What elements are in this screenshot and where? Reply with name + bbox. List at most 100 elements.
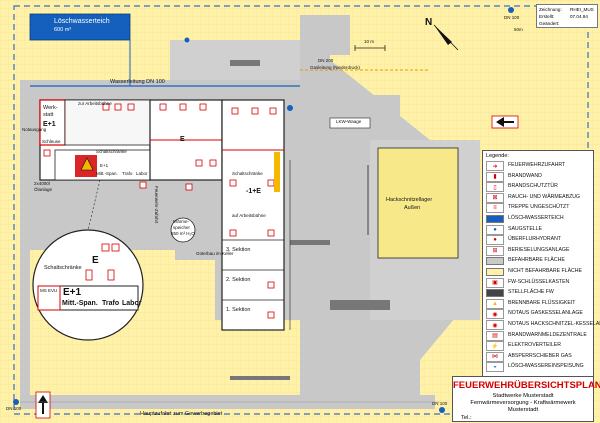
heat-storage-tank [170, 217, 196, 243]
legend-item: ◉NOTAUS HACKSCHNITZEL-KESSELANLAGE [486, 320, 600, 330]
legend-item-label: BERIESELUNGSANLAGE [508, 246, 570, 253]
legend-item: ◒ LÖSCHWASSEREINSPEISUNG [486, 362, 591, 373]
non-passable-area-icon [486, 268, 504, 276]
meta-changed-label: Geändert: [539, 21, 560, 26]
heat-storage-label-3: 850 m³ H₂O [171, 231, 195, 236]
legend-item-label: LÖSCHWASSERTEICH [508, 215, 564, 221]
werkstatt-label-2: statt [43, 112, 54, 118]
zoom-mittspan: Mitt.-Span. [62, 300, 98, 307]
hydrant-distance: 50m [514, 27, 523, 32]
detail-zoom-circle [32, 229, 144, 341]
fire-truck-area-icon [486, 289, 504, 298]
meta-drawing-label: Zeichnung: [539, 7, 562, 12]
pond-volume: 600 m³ [54, 27, 72, 33]
smoke-vent-icon: ⊠ [486, 192, 504, 203]
passable-area-north [300, 15, 350, 55]
zoom-schaltschraenke: Schaltschränke [44, 265, 82, 271]
meta-created-label: Erstellt: [539, 14, 555, 19]
legend-item-label: LÖSCHWASSEREINSPEISUNG [508, 363, 584, 370]
legend-item-label: FW-SCHLÜSSELKASTEN [508, 278, 570, 285]
flammable-liquid-icon [80, 157, 94, 171]
zoom-trafo: Trafo [102, 300, 120, 307]
schaltschraenke-label-2: Schaltschränke [232, 171, 263, 176]
hydrant-icon [13, 399, 19, 405]
pond-icon [486, 215, 504, 223]
zoom-e1: E+1 [63, 287, 82, 298]
room-werkstatt [39, 99, 66, 146]
boiler-hall-e: E [180, 136, 185, 143]
zoom-ms-evu: MS EVU [40, 288, 58, 293]
silo-label-2: Ölanlage [34, 187, 53, 192]
water-inlet-icon: ◒ [486, 362, 504, 373]
legend-item: ⋈ABSPERRSCHIEBER GAS [486, 351, 591, 362]
sprinkler-icon: ⊞ [486, 245, 504, 256]
legend-item-label: RAUCH- UND WÄRMEABZUG [508, 193, 581, 200]
heat-storage-label-2: speicher [173, 225, 191, 230]
title-tel: Tel.: [461, 415, 472, 421]
legend-item-label: NICHT BEFAHRBARE FLÄCHE [508, 268, 582, 274]
legend-item-label: BEFAHRBARE FLÄCHE [508, 257, 565, 264]
title-line-3: Musterstadt [507, 407, 539, 413]
legend-item-label: ÜBERFLURHYDRANT [508, 236, 562, 243]
legend-item-label: FEUERWEHRZUFAHRT [508, 162, 566, 168]
passable-area-icon [486, 257, 504, 266]
legend-item: ▯ BRANDSCHUTZTÜR [486, 182, 591, 193]
section-3-label: 3. Sektion [226, 247, 251, 253]
parking-bar-1 [230, 60, 260, 66]
pond-label: Löschwasserteich [54, 18, 110, 25]
mittelspan-label-1: Mitt.-Span. [96, 171, 118, 176]
heat-storage-label-1: Wärme- [173, 219, 189, 224]
drawing-meta-box: Zeichnung: RHEI_MUS Erstellt: 07.04.94 G… [536, 4, 598, 28]
hydrant-icon [439, 407, 445, 413]
main-access-label: Hauptzufahrt zum Gewerbegebiet [140, 411, 223, 417]
hydrant-icon [508, 7, 514, 13]
legend-item: ⚡ELEKTROVERTEILER [486, 341, 591, 352]
legend-item: ◉NOTAUS GASKESSELANLAGE [486, 309, 591, 320]
notausgang-label: Notausgang [22, 127, 47, 132]
parking-bar-2 [330, 300, 390, 310]
fire-symbols [43, 103, 277, 319]
schaltschraenke-label-1: Schaltschränke [96, 149, 127, 154]
hydrant-dn100-bottom-left: DN 100 [6, 406, 22, 411]
meta-created-value: 07.04.94 [570, 14, 588, 19]
legend-item: ➜FEUERWEHRZUFAHRT [486, 161, 591, 171]
legend-item: ● ÜBERFLURHYDRANT [486, 235, 591, 246]
legend-item: ●SAUGSTELLE [486, 224, 591, 235]
legend-item-label: BRENNBARE FLÜSSIGKEIT [508, 299, 576, 306]
zoom-e: E [92, 255, 99, 266]
zoom-labor: Labor [122, 300, 142, 307]
legend-item-label: BRANDSCHUTZTÜR [508, 183, 558, 190]
guetebau-label: Güterbau im Keller [196, 251, 234, 256]
woodchip-label-1: Hackschnitzellager [386, 197, 433, 203]
auf-arbeitsbuehne-label: auf Arbeitsbühne [232, 213, 266, 218]
legend-item-label: ABSPERRSCHIEBER GAS [508, 352, 572, 359]
section-2-label: 2. Sektion [226, 277, 251, 283]
legend-item: STELLFLÄCHE FW [486, 288, 591, 298]
werkstatt-code: E+1 [43, 121, 56, 128]
legend-item: ▣ FW-SCHLÜSSELKASTEN [486, 277, 591, 288]
hydrant-icon: ● [486, 235, 504, 246]
parking-bar-3 [290, 240, 330, 245]
emergency-stop-woodchip-icon: ◉ [486, 320, 504, 330]
water-main-label: Wasserleitung DN 100 [110, 79, 165, 85]
legend-item-label: BRANDWARNMELDEZENTRALE [508, 331, 587, 338]
meta-drawing-value: RHEI_MUS [570, 7, 594, 12]
arrow-left-icon [496, 117, 504, 127]
legend-title: Legende: [486, 153, 509, 159]
legend-item-label: TREPPE UNGESCHÜTZT [508, 204, 570, 211]
suction-point-icon: ● [486, 224, 504, 235]
key-box-icon: ▣ [486, 277, 504, 288]
level-minus1e: -1+E [246, 188, 261, 195]
parking-bar-4 [230, 376, 290, 380]
legend-item: ▤BRANDWARNMELDEZENTRALE [486, 330, 591, 341]
suction-point-icon [184, 37, 190, 43]
truck-scale [329, 117, 371, 129]
arbeitsbuehne-label: zur Arbeitsbühne [78, 101, 112, 106]
legend-item-label: STELLFLÄCHE FW [508, 289, 554, 296]
emergency-stop-gas-icon: ◉ [486, 309, 504, 320]
e1-small-label: E+1 [100, 163, 109, 168]
hydrant-dn100-bottom-right: DN 100 [432, 401, 448, 406]
fire-door-icon: ▯ [486, 182, 504, 193]
passable-area-lkw [330, 95, 400, 135]
